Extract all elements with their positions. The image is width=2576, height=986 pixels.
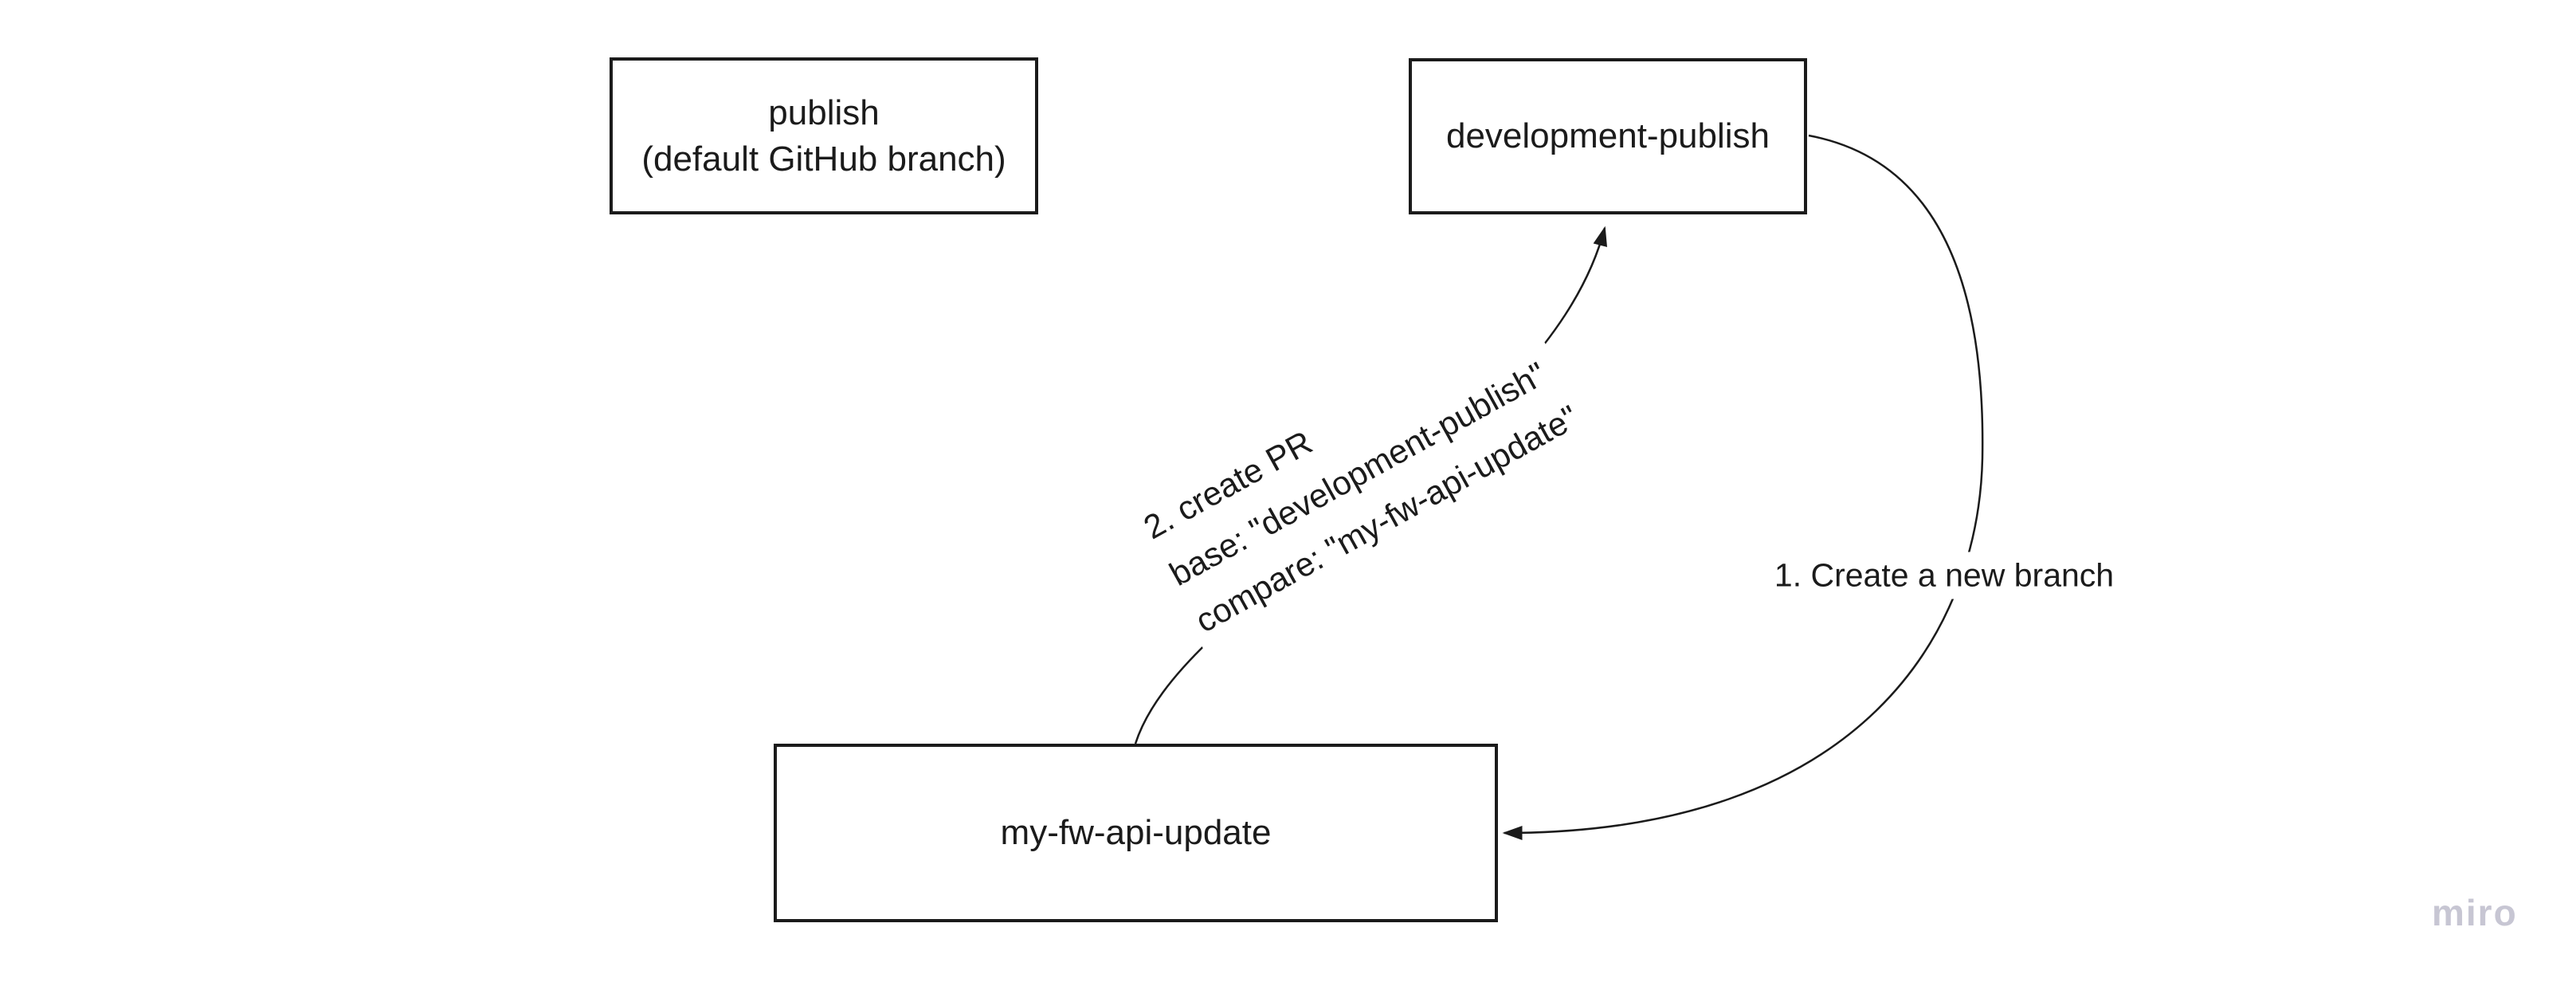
edge-create-branch-curve xyxy=(1502,134,1984,840)
node-development-publish-label: development-publish xyxy=(1445,116,1770,156)
node-my-fw-api-update: my-fw-api-update xyxy=(774,744,1498,922)
node-my-fw-api-update-label: my-fw-api-update xyxy=(1000,813,1272,853)
node-publish: publish (default GitHub branch) xyxy=(610,57,1038,214)
node-development-publish: development-publish xyxy=(1409,58,1807,214)
miro-watermark: miro xyxy=(2432,892,2518,933)
edge-label-create-branch: 1. Create a new branch xyxy=(1770,552,2118,599)
node-publish-label-line1: publish xyxy=(768,93,880,133)
node-publish-label-line2: (default GitHub branch) xyxy=(641,139,1006,179)
